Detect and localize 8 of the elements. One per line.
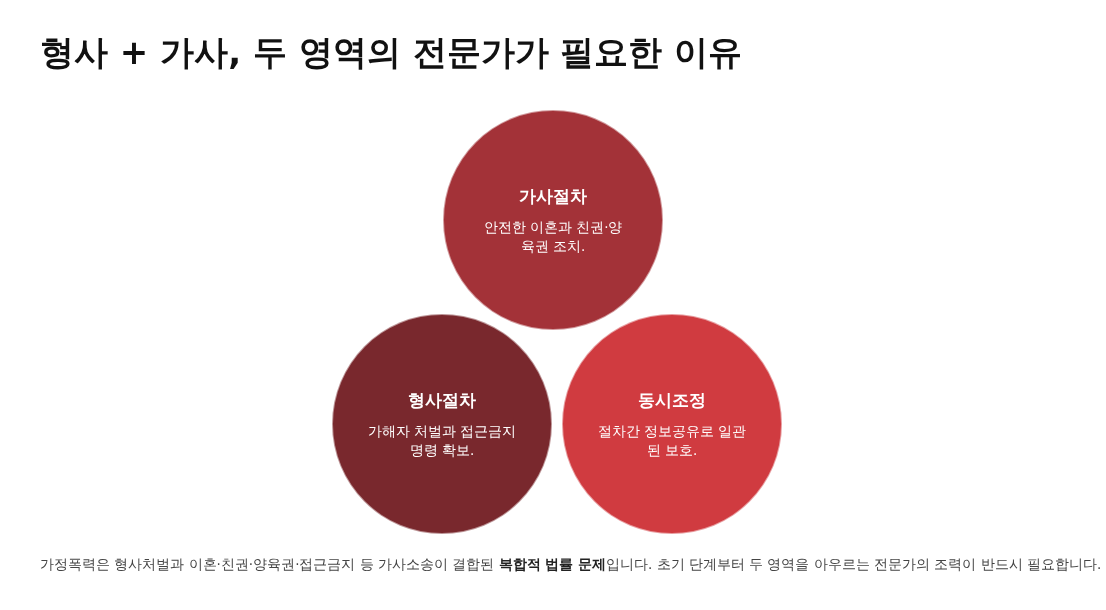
node-heading: 가사절차: [519, 185, 587, 209]
node-heading: 동시조정: [638, 389, 706, 413]
node-heading: 형사절차: [408, 389, 476, 413]
caption-text: 가정폭력은 형사처벌과 이혼·친권·양육권·접근금지 등 가사소송이 결합된 복합적 법률 문제입니다. 초기 단계부터 두 영역을 아우르는 전문가의 조력이 반드시 필요합니다.: [40, 556, 1102, 574]
node-description: 가해자 처벌과 접근금지 명령 확보.: [367, 422, 517, 459]
node-description: 절차간 정보공유로 일관된 보호.: [597, 422, 747, 459]
diagram-title: 형사 + 가사, 두 영역의 전문가가 필요한 이유: [40, 31, 743, 74]
node-description: 안전한 이혼과 친권·양육권 조치.: [482, 218, 624, 255]
